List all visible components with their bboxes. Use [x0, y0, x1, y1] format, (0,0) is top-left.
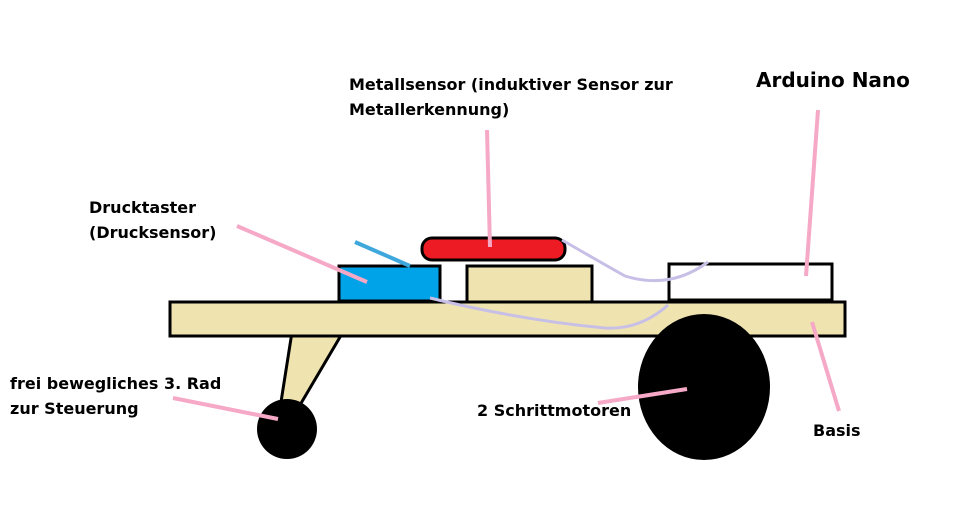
wheel-mount	[279, 330, 346, 407]
label-metallsensor: Metallsensor (induktiver Sensor zur Meta…	[349, 72, 673, 122]
label-arduino: Arduino Nano	[756, 68, 910, 92]
metal-sensor	[420, 236, 567, 262]
label-metallsensor-line2: Metallerkennung)	[349, 100, 510, 119]
leader-motoren	[597, 387, 688, 405]
caster-wheel	[257, 399, 317, 459]
leader-metallsensor	[485, 129, 492, 248]
label-drucktaster: Drucktaster (Drucksensor)	[89, 195, 216, 245]
label-rad-line1: frei bewegliches 3. Rad	[10, 374, 222, 393]
label-metallsensor-line1: Metallsensor (induktiver Sensor zur	[349, 75, 673, 94]
motor-wheel	[638, 314, 770, 460]
label-rad-line2: zur Steuerung	[10, 399, 139, 418]
leader-drucktaster	[236, 224, 368, 284]
leader-basis	[810, 321, 841, 412]
label-drucktaster-line2: (Drucksensor)	[89, 223, 217, 242]
wire-button-arduino	[429, 296, 669, 330]
press-button	[337, 264, 442, 303]
leader-rad	[172, 396, 279, 421]
label-drucktaster-line1: Drucktaster	[89, 198, 197, 217]
label-rad: frei bewegliches 3. Rad zur Steuerung	[10, 371, 221, 421]
wire-sensor-arduino	[561, 238, 709, 283]
label-motoren: 2 Schrittmotoren	[477, 401, 632, 420]
sensor-mount-block	[465, 264, 594, 304]
leader-arduino	[804, 109, 820, 277]
button-lead	[354, 240, 411, 268]
label-basis: Basis	[813, 421, 861, 440]
